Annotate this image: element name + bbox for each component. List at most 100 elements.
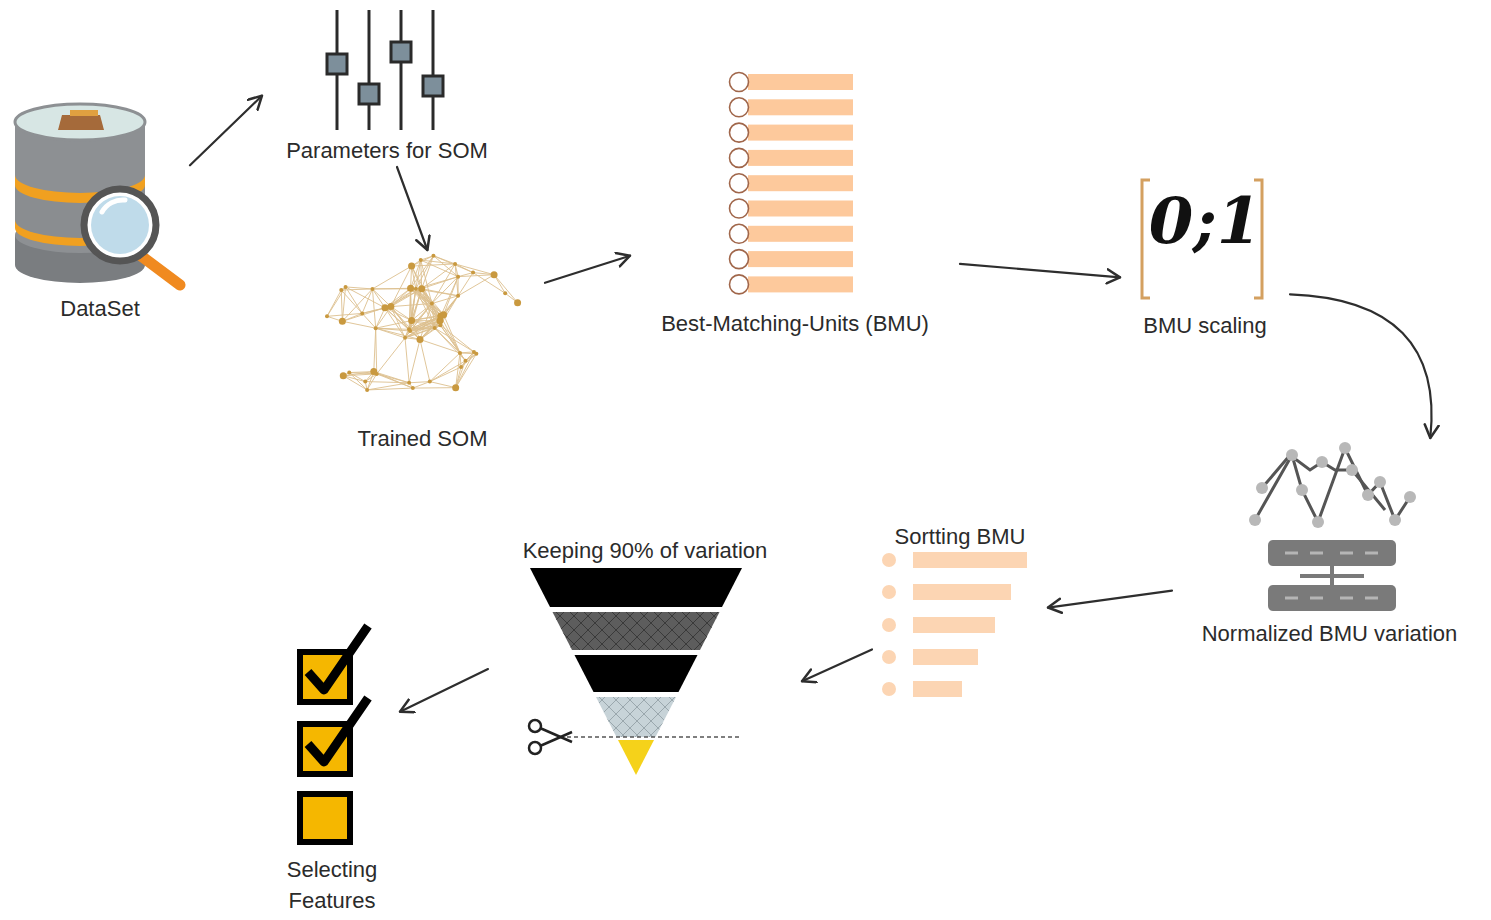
network-link [362,308,385,314]
flow-arrow [802,649,872,681]
network-link [374,328,376,371]
network-link [365,382,409,383]
network-link [405,315,444,338]
network-icon [325,254,521,392]
network-link [411,256,434,289]
bmu-bar [748,251,853,267]
network-link [416,260,421,289]
network-link [346,287,363,313]
network-dot [387,303,394,310]
network-dot [407,327,411,331]
bracket-icon [1142,180,1262,298]
network-link [377,338,405,374]
network-dot [419,258,423,262]
network-link [441,316,460,353]
network-dot [418,285,425,292]
network-link [433,256,473,273]
network-link [456,361,466,388]
network-link [376,328,377,374]
step-label: Parameters for SOM [286,136,488,167]
network-link [409,339,420,382]
network-link [385,308,409,330]
network-link [458,275,494,296]
network-link [421,256,434,260]
network-link [327,313,362,316]
network-dot [403,336,407,340]
network-link [433,256,458,277]
bmu-bar [748,276,853,292]
network-dot [363,380,367,384]
network-dot [438,323,442,327]
dataset-step: DataSet [10,100,190,325]
network-dot [339,318,346,325]
network-dot [514,299,521,306]
scaling-step: 0;1BMU scaling [1120,172,1290,342]
network-dot [471,271,475,275]
network-dot [408,263,415,270]
step-label: DataSet [60,294,140,325]
network-link [412,256,434,266]
network-dot [414,287,418,291]
flow-arrow [400,669,488,712]
network-dot [365,388,369,392]
network-link [461,354,476,367]
checkbox-icon [300,626,368,842]
network-link [391,307,412,321]
bmu-circle [730,174,749,193]
network-link [456,352,474,388]
network-link [362,313,376,328]
variation-icon [1249,442,1416,611]
bmu-bar [748,201,853,217]
network-dot [347,371,351,375]
sorting-step: Sortting BMU [872,522,1048,704]
bmu-bar [748,99,853,115]
database-icon [15,104,180,285]
network-link [430,361,466,382]
step-label: Selecting Features [264,855,400,917]
network-dot [491,271,498,278]
network-dot [433,326,437,330]
network-link [456,354,477,388]
bmu-circle [730,148,749,167]
network-dot [459,365,463,369]
network-dot [430,302,434,306]
network-dot [456,275,460,279]
bmu-bar [748,150,853,166]
network-link [341,289,372,290]
network-link [473,273,505,294]
network-link [430,353,460,382]
network-link [440,325,474,352]
bmu-bar [748,74,853,90]
bmu-circle [730,250,749,269]
network-link [458,277,459,296]
network-link [413,387,456,388]
network-dot [344,285,348,289]
flow-arrow [1048,591,1172,608]
network-link [376,328,409,329]
step-label: Best-Matching-Units (BMU) [661,309,929,340]
network-dot [428,380,432,384]
step-label: Trained SOM [357,424,487,455]
bmu-bar [748,226,853,242]
network-link [416,256,434,289]
bmu-circle [730,73,749,92]
network-link [413,382,430,388]
network-link [341,290,342,321]
network-dot [431,254,435,258]
network-link [362,289,372,313]
network-dot [407,381,411,385]
network-link [372,289,375,328]
network-link [420,339,430,381]
network-link [367,388,413,390]
network-link [430,367,461,382]
flow-arrow [190,96,262,166]
network-dot [340,372,347,379]
network-link [372,289,390,307]
network-dot [416,336,423,343]
bmu-circle [730,275,749,294]
network-dot [360,311,364,315]
network-link [385,308,412,321]
network-dot [453,262,457,266]
